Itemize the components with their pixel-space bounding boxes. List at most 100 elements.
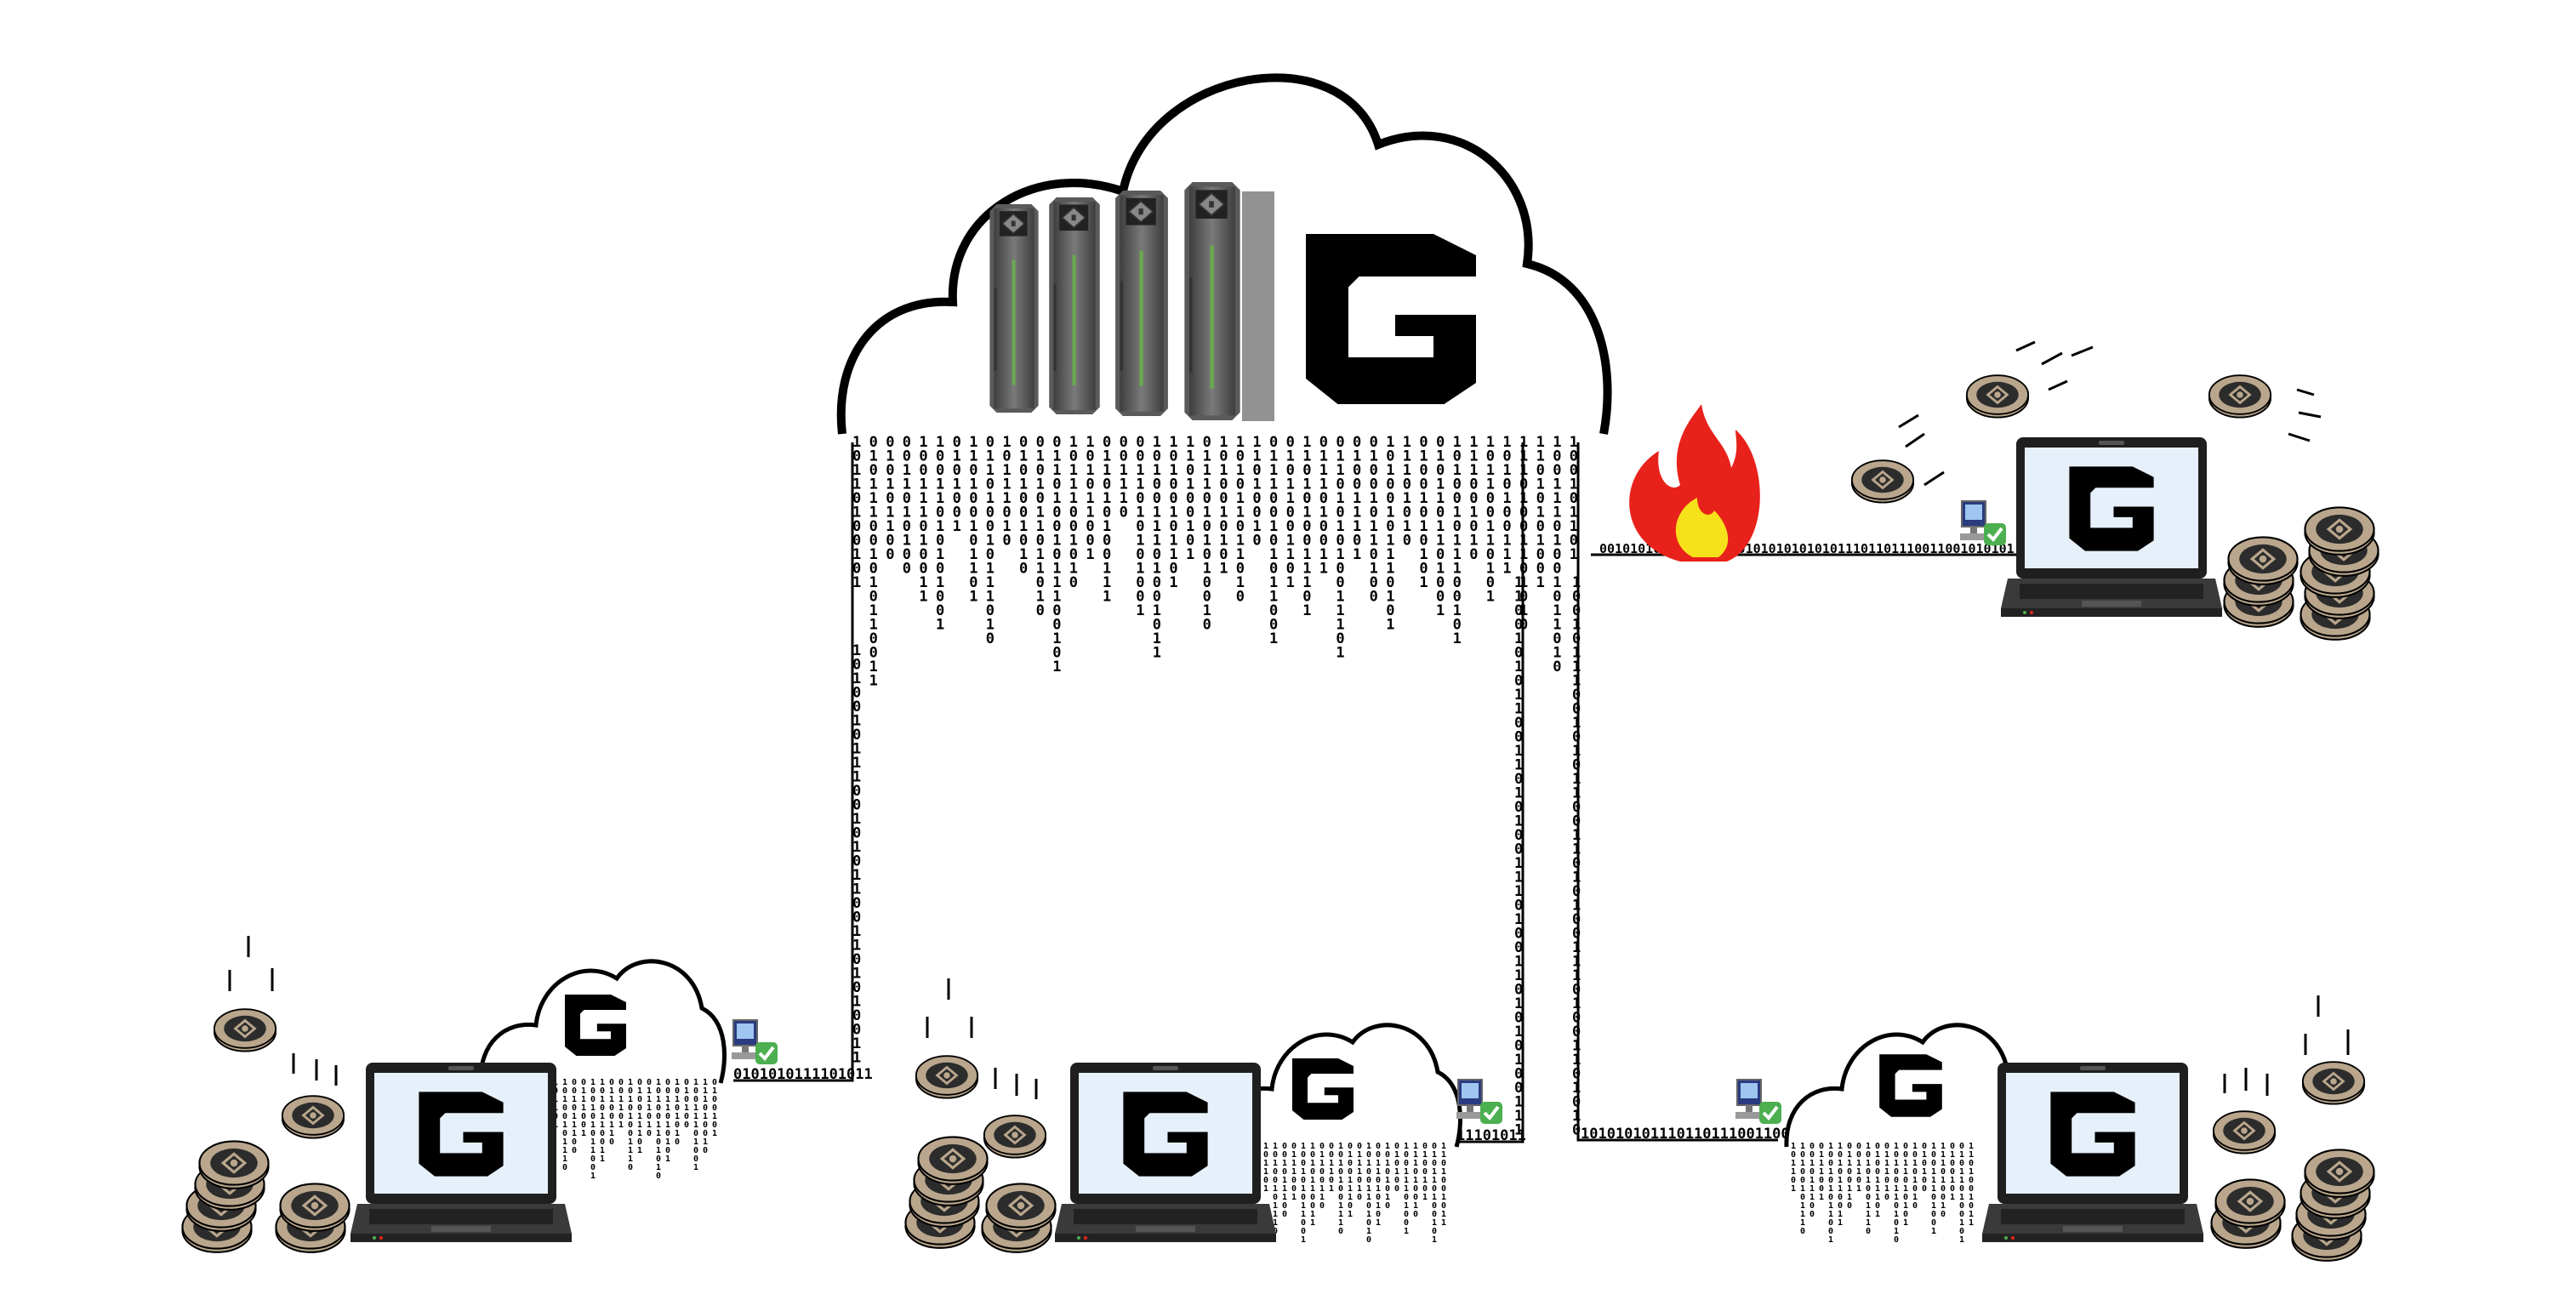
binary-rain-client: 1011011010010111000101110001110011001010… (553, 1078, 717, 1181)
client-top-right (1850, 340, 2380, 641)
coin-icon (1850, 459, 1915, 505)
motion-lines (228, 936, 338, 1086)
server-rack-icon (1114, 191, 1169, 416)
binary-rain-client: 1011011010010111000101110001110011001010… (1263, 1142, 1446, 1245)
server-rack-icon (1184, 182, 1240, 420)
coin-icon (915, 1054, 979, 1100)
motion-lines (1898, 340, 2322, 487)
client-bottom-left: 1011011010010111000101110001110011001010… (180, 936, 779, 1254)
coin-stack (180, 1139, 351, 1254)
network-computer-check-icon (730, 1018, 779, 1066)
connection-lines (733, 442, 2016, 1143)
network-computer-check-icon (1958, 499, 2008, 547)
server-rack-icon (989, 204, 1040, 413)
link-label-bottom-right: 1010101011101101110011001011 (1581, 1126, 1825, 1143)
coin-icon (213, 1007, 277, 1053)
cloud-icon (1787, 1025, 2031, 1147)
coin-icon (983, 1114, 1047, 1160)
server-rack-icon (1048, 197, 1101, 414)
coin-icon (2212, 1109, 2277, 1155)
network-computer-check-icon (1734, 1078, 1783, 1126)
laptop-icon (2001, 437, 2222, 617)
network-computer-check-icon (1455, 1078, 1504, 1126)
coin-stack (2222, 505, 2380, 641)
motion-lines (2223, 995, 2350, 1096)
link-label-middle: 11101011 (1456, 1127, 1526, 1144)
laptop-icon (1055, 1063, 1276, 1242)
